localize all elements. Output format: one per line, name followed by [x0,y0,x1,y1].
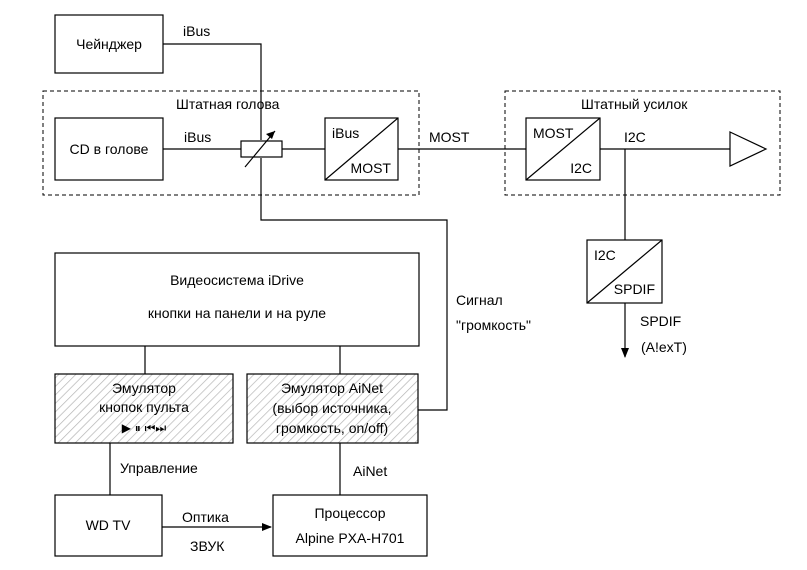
alext-label: (A!exT) [641,339,687,355]
most-label: MOST [429,129,470,145]
processor-line1: Процессор [314,505,385,521]
head-unit-group [42,90,420,196]
ibus-most-converter-bottom: MOST [351,160,392,176]
media-control-icons: ▶ ⏸ ⏮⏭ [122,421,167,435]
most-i2c-converter-diagonal [525,117,601,181]
sound-label: ЗВУК [190,538,225,554]
amplifier-triangle [729,131,768,167]
ainet-emulator-line1: Эмулятор AiNet [281,380,383,396]
ibus-most-converter-diagonal [324,117,399,181]
volume-signal-label-2: "громкость" [456,317,531,333]
wdtv-box [54,494,163,557]
remote-emulator-box [54,373,234,444]
wdtv-label: WD TV [86,517,132,533]
ainet-emulator-line2: (выбор источника, [272,400,391,416]
ibus-most-converter-top: iBus [332,125,359,141]
ainet-label: AiNet [353,463,387,479]
amplifier-group-label: Штатный усилок [581,96,688,112]
optics-label: Оптика [182,509,229,525]
remote-emulator-line1: Эмулятор [112,380,176,396]
ainet-emulator-box [246,373,419,444]
control-label: Управление [120,460,198,476]
ainet-emulator-line3: громкость, on/off) [276,420,388,436]
ibus-changer-label: iBus [183,23,210,39]
head-unit-group-label: Штатная голова [176,96,280,112]
volume-signal-label-1: Сигнал [456,292,503,308]
i2c-spdif-converter-top: I2C [594,247,616,263]
variable-resistor-arrowhead [266,131,275,139]
variable-resistor [240,140,283,158]
idrive-title: Видеосистема iDrive [170,272,304,288]
most-i2c-converter-top: MOST [533,125,574,141]
ibus-changer-wire [163,43,262,140]
cd-box [54,117,164,181]
spdif-output-label: SPDIF [640,313,681,329]
i2c-spdif-converter-bottom: SPDIF [614,281,655,297]
most-i2c-converter-bottom: I2C [570,160,592,176]
idrive-box [54,252,420,347]
remote-emulator-line2: кнопок пульта [99,399,189,415]
cd-label: CD в голове [70,141,149,157]
i2c-spdif-converter-diagonal [586,239,663,304]
ibus-cd-label: iBus [184,129,211,145]
changer-label: Чейнджер [76,36,142,52]
idrive-subtitle: кнопки на панели и на руле [148,305,326,321]
processor-line2: Alpine PXA-H701 [296,530,405,546]
processor-box [272,494,428,557]
volume-signal-wire [260,158,448,411]
i2c-label: I2C [624,129,646,145]
changer-box [54,14,164,74]
